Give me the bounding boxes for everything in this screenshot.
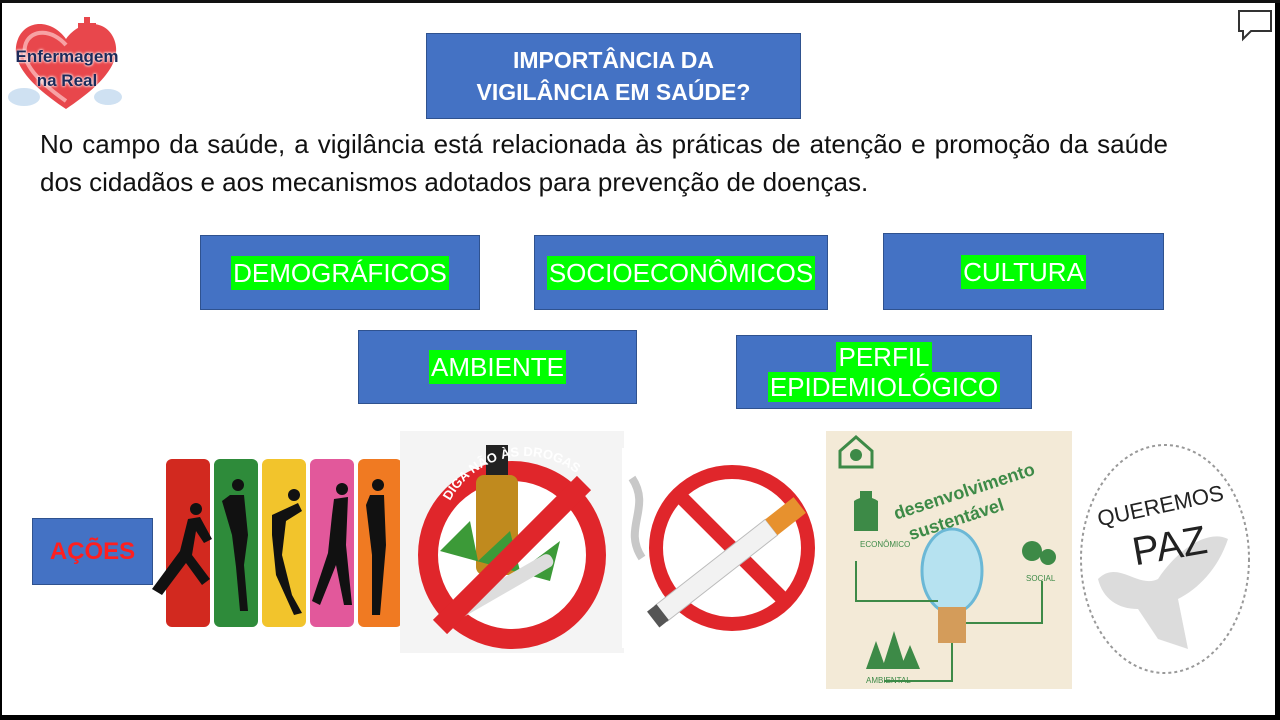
tag-demograficos: DEMOGRÁFICOS [200, 235, 480, 310]
acoes-box: AÇÕES [32, 518, 153, 585]
no-smoking-image [622, 448, 826, 648]
tag-perfil: PERFIL EPIDEMIOLÓGICO [736, 335, 1032, 409]
tag-ambiente: AMBIENTE [358, 330, 637, 404]
tag-ambiente-label: AMBIENTE [429, 350, 566, 384]
heart-logo-icon [8, 17, 122, 109]
sports-image [152, 455, 402, 631]
tag-socioeconomicos-label: SOCIOECONÔMICOS [546, 255, 816, 290]
comment-icon[interactable] [1237, 9, 1275, 43]
no-drugs-image: DIGA NÃO ÀS DROGAS [400, 431, 624, 653]
tag-cultura-label: CULTURA [961, 254, 1086, 289]
logo: Enfermagem na Real [4, 9, 128, 117]
top-border [0, 0, 1280, 3]
title-box: IMPORTÂNCIA DA VIGILÂNCIA EM SAÚDE? [426, 33, 801, 119]
sust-econ: ECONÔMICO [860, 540, 910, 549]
tag-socioeconomicos: SOCIOECONÔMICOS [534, 235, 828, 310]
page-title: IMPORTÂNCIA DA VIGILÂNCIA EM SAÚDE? [476, 47, 751, 105]
peace-image: QUEREMOS PAZ [1078, 439, 1252, 679]
logo-line2: na Real [36, 71, 98, 90]
tag-perfil-line1: PERFIL [836, 342, 932, 372]
tag-perfil-line2: EPIDEMIOLÓGICO [767, 372, 1001, 402]
logo-line1: Enfermagem [15, 47, 119, 66]
sustainable-image: desenvolvimento sustentável ECONÔMICO SO… [826, 431, 1072, 689]
tag-demograficos-label: DEMOGRÁFICOS [231, 255, 449, 290]
sust-social: SOCIAL [1026, 574, 1056, 583]
acoes-label: AÇÕES [49, 537, 136, 565]
tag-cultura: CULTURA [883, 233, 1164, 310]
sust-amb: AMBIENTAL [866, 676, 911, 685]
intro-paragraph: No campo da saúde, a vigilância está rel… [40, 129, 1168, 197]
slide: Enfermagem na Real IMPORTÂNCIA DA VIGILÂ… [2, 3, 1275, 715]
